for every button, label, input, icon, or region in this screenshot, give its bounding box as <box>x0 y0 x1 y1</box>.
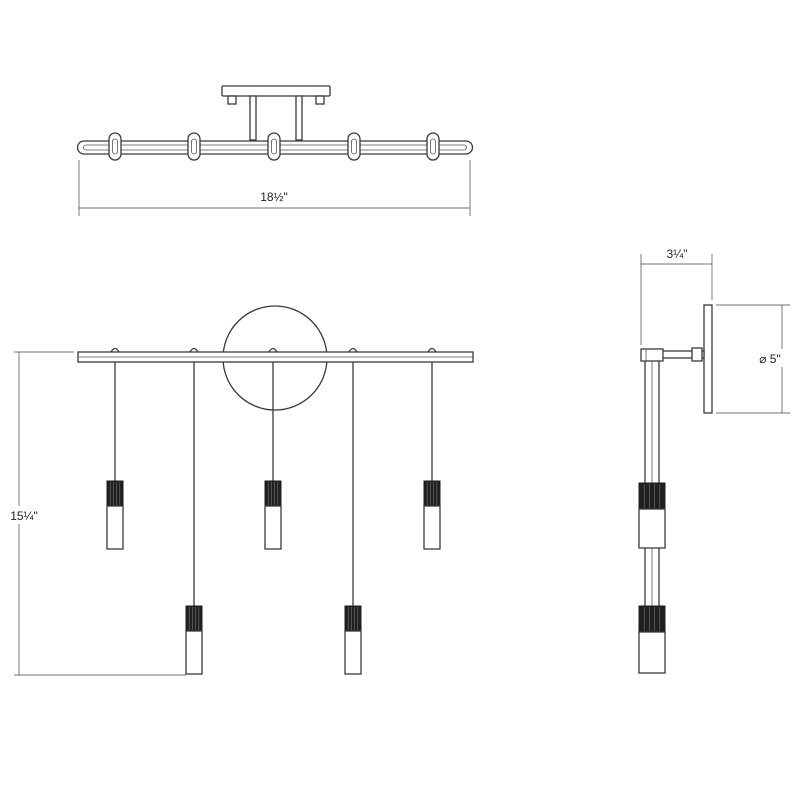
top-stem-left <box>249 95 257 141</box>
side-canopy-plate <box>703 304 713 414</box>
side-shade-lower-glass <box>638 631 666 674</box>
top-canopy-plate <box>221 85 331 97</box>
side-shade-upper-glass <box>638 508 666 549</box>
front-shade-4-socket <box>344 605 362 632</box>
front-shade-5-socket <box>423 480 441 507</box>
top-stem-right <box>295 95 303 141</box>
front-shade-2-glass <box>185 630 203 675</box>
side-bar-end <box>640 348 664 362</box>
front-shade-4-glass <box>344 630 362 675</box>
front-shade-3-glass <box>264 505 282 550</box>
front-view: 15¼" <box>10 305 474 676</box>
front-height-label: 15¼" <box>10 509 38 523</box>
front-shade-3-socket <box>264 480 282 507</box>
top-canopy-tab-left <box>227 95 237 105</box>
top-clip-2 <box>187 132 201 161</box>
top-clip-slot-4 <box>351 138 357 155</box>
side-diameter-label: ⌀ 5" <box>759 352 781 366</box>
top-clip-slot-3 <box>271 138 277 155</box>
front-shade-1-socket <box>106 480 124 507</box>
front-clip-2 <box>189 347 199 353</box>
side-view: 3¼" ⌀ 5" <box>638 247 796 674</box>
top-bar-outer <box>76 140 474 155</box>
front-clip-4 <box>348 347 358 353</box>
side-depth-label: 3¼" <box>667 247 688 261</box>
front-clip-3 <box>268 347 278 353</box>
front-clip-5 <box>427 347 437 353</box>
front-shade-2-socket <box>185 605 203 632</box>
side-shade-upper-socket <box>638 482 666 510</box>
front-shade-5-glass <box>423 505 441 550</box>
top-clip-slot-5 <box>430 138 436 155</box>
top-clip-5 <box>426 132 440 161</box>
top-canopy-tab-right <box>315 95 325 105</box>
top-clip-1 <box>108 132 122 161</box>
top-width-label: 18½" <box>260 190 288 204</box>
top-view: 18½" <box>76 85 474 216</box>
top-clip-slot-1 <box>112 138 118 155</box>
top-bar-inner <box>83 144 467 151</box>
front-shade-1-glass <box>106 505 124 550</box>
top-clip-4 <box>347 132 361 161</box>
top-clip-3 <box>267 132 281 161</box>
front-clip-1 <box>110 347 120 353</box>
side-arm-collar <box>691 347 703 362</box>
side-shade-lower-socket <box>638 605 666 633</box>
top-clip-slot-2 <box>191 138 197 155</box>
